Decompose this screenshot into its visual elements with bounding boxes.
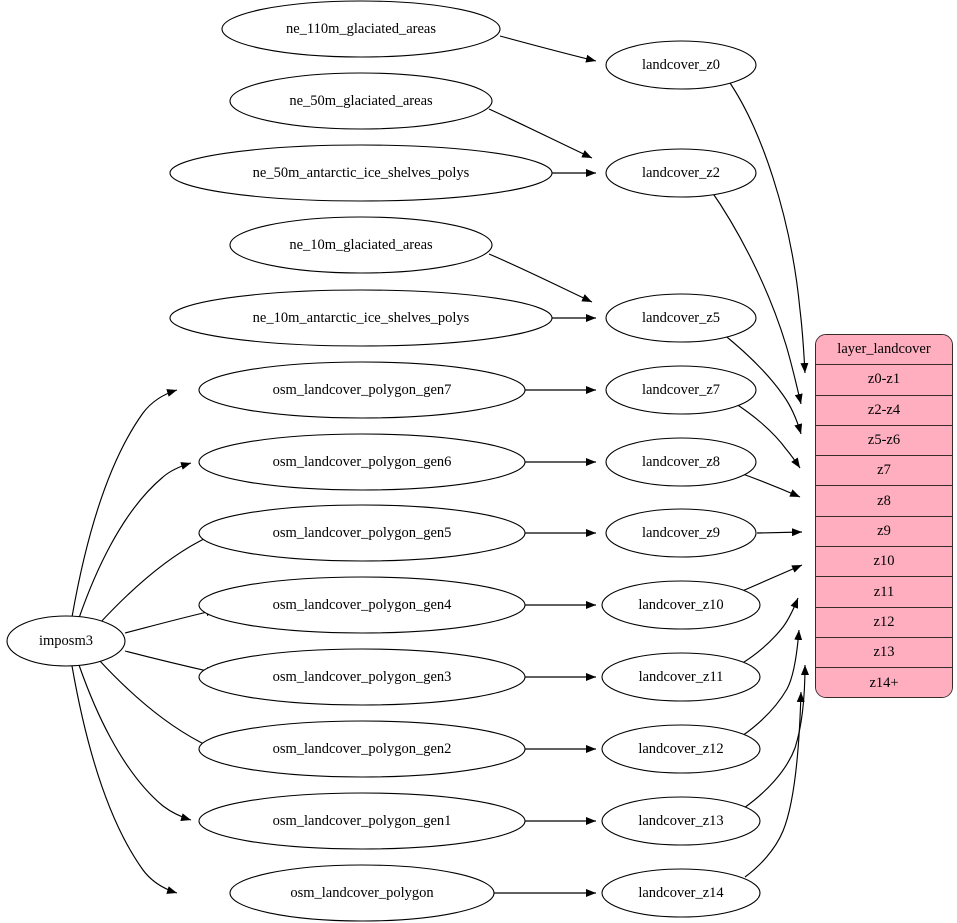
edge-z8-to-row-z8: [739, 472, 801, 498]
table-row-z0-z1[interactable]: z0-z1: [816, 365, 952, 396]
edge-z5-to-row-z5z6: [721, 332, 803, 435]
table-row-z10[interactable]: z10: [816, 547, 952, 578]
edge-z14-to-row-z14plus: [744, 691, 805, 878]
table-row-z14-plus[interactable]: z14+: [816, 668, 952, 697]
node-landcover_z5[interactable]: [605, 293, 757, 343]
edge-ne50m-glaciated-to-z2: [488, 108, 593, 159]
table-row-z7[interactable]: z7: [816, 456, 952, 487]
edge-ne110m-to-z0: [499, 35, 597, 63]
table-row-z11[interactable]: z11: [816, 577, 952, 608]
node-landcover_z14[interactable]: [601, 868, 761, 918]
table-row-z9[interactable]: z9: [816, 516, 952, 548]
node-ne_110m_glaciated_areas[interactable]: [221, 0, 501, 58]
table-row-z2-z4[interactable]: z2-z4: [816, 395, 952, 426]
node-imposm3[interactable]: [6, 615, 126, 667]
node-landcover_z13[interactable]: [601, 796, 761, 846]
table-row-z12[interactable]: z12: [816, 607, 952, 638]
node-landcover_z0[interactable]: [605, 40, 757, 90]
edge-imposm3-to-gen6: [78, 462, 192, 619]
node-osm_landcover_polygon_gen7[interactable]: [198, 361, 526, 419]
edge-ne10m-glaciated-to-z5: [488, 253, 593, 303]
edge-z11-to-row-z11: [740, 597, 799, 665]
node-ne_10m_glaciated_areas[interactable]: [229, 216, 493, 274]
node-osm_landcover_polygon_gen6[interactable]: [198, 433, 526, 491]
node-landcover_z12[interactable]: [601, 724, 761, 774]
node-osm_landcover_polygon_gen1[interactable]: [198, 792, 526, 850]
layer-landcover-table[interactable]: layer_landcover z0-z1 z2-z4 z5-z6 z7 z8 …: [815, 334, 953, 698]
table-row-z13[interactable]: z13: [816, 637, 952, 669]
node-landcover_z7[interactable]: [605, 365, 757, 415]
edge-z9-to-row-z9: [756, 528, 803, 537]
edge-z10-to-row-z10: [739, 564, 803, 593]
node-osm_landcover_polygon_gen3[interactable]: [198, 648, 526, 706]
table-row-z5-z6[interactable]: z5-z6: [816, 425, 952, 457]
node-osm_landcover_polygon_gen4[interactable]: [198, 576, 526, 634]
node-ne_10m_antarctic_ice_shelves_polys[interactable]: [169, 289, 553, 347]
node-landcover_z11[interactable]: [601, 652, 761, 702]
edge-imposm3-to-gen1: [78, 664, 192, 821]
node-landcover_z2[interactable]: [605, 148, 757, 198]
edge-imposm3-to-polygon: [71, 665, 178, 894]
edge-z12-to-row-z12: [741, 629, 803, 737]
edge-z13-to-row-z13: [743, 664, 809, 809]
node-osm_landcover_polygon[interactable]: [229, 864, 495, 922]
table-row-z8[interactable]: z8: [816, 486, 952, 517]
edge-imposm3-to-gen7: [71, 389, 178, 618]
edge-z2-to-row-z2z4: [709, 188, 803, 405]
node-landcover_z8[interactable]: [605, 437, 757, 487]
edge-z0-to-row-z0z1: [727, 79, 809, 374]
edge-z7-to-row-z7: [732, 401, 801, 469]
node-ne_50m_glaciated_areas[interactable]: [229, 72, 493, 130]
node-landcover_z10[interactable]: [601, 580, 761, 630]
node-osm_landcover_polygon_gen5[interactable]: [198, 504, 526, 562]
node-ne_50m_antarctic_ice_shelves_polys[interactable]: [169, 144, 553, 202]
node-osm_landcover_polygon_gen2[interactable]: [198, 720, 526, 778]
table-header-layer-landcover: layer_landcover: [816, 335, 952, 366]
node-landcover_z9[interactable]: [605, 508, 757, 558]
